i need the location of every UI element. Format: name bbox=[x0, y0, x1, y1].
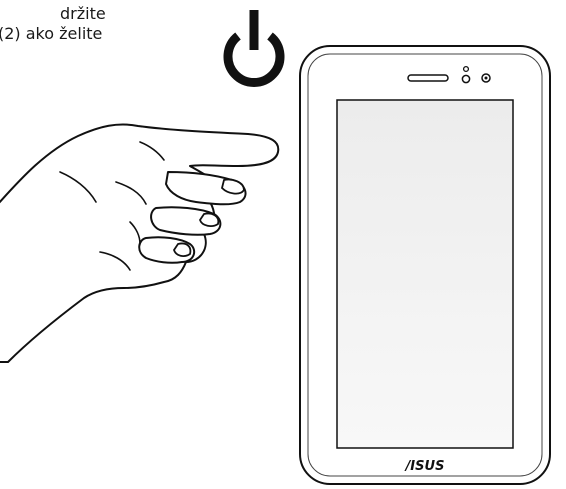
caption-line-1: držite bbox=[0, 4, 168, 24]
tablet-device: /ISUS bbox=[298, 44, 552, 486]
caption-line-2: (2) ako želite bbox=[0, 24, 168, 44]
power-icon bbox=[212, 6, 296, 90]
pointing-hand-icon bbox=[0, 112, 290, 362]
instruction-caption: držite (2) ako želite bbox=[0, 4, 168, 44]
brand-logo: /ISUS bbox=[404, 459, 445, 474]
